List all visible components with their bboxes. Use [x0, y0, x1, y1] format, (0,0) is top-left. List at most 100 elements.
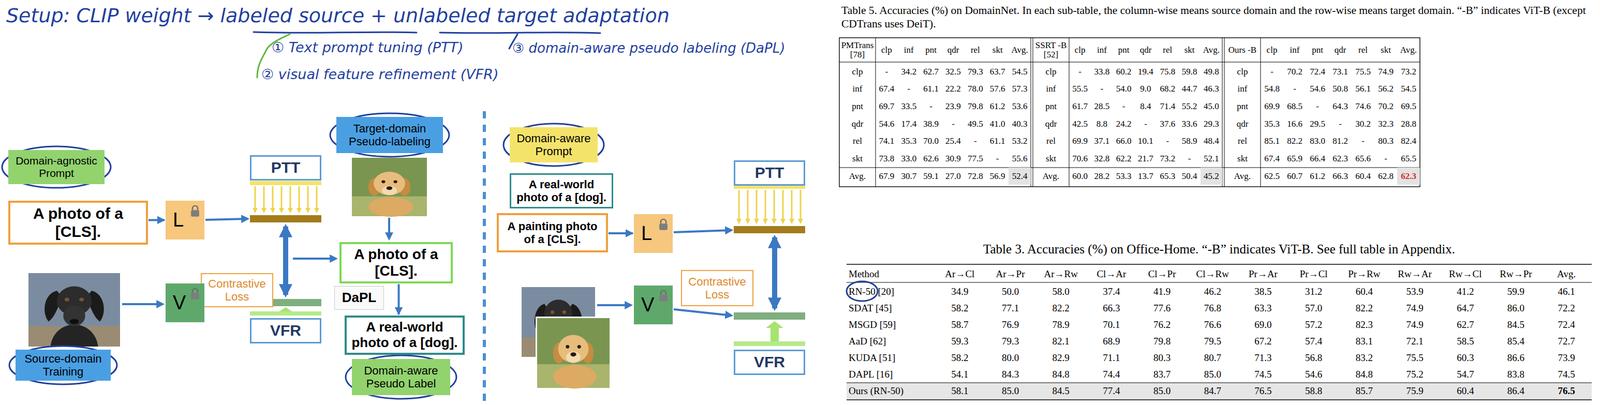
- table-cell: 77.6: [1136, 300, 1188, 317]
- table-cell: 73.9: [1541, 349, 1592, 366]
- table-cell: 80.7: [1187, 349, 1238, 366]
- table-cell: 70.2: [1374, 97, 1398, 115]
- tuning-arrows: [738, 189, 740, 224]
- table-cell: 60.4: [1351, 167, 1375, 185]
- table-cell: 77.4: [1086, 382, 1137, 399]
- table-cell: 83.0: [1306, 132, 1329, 151]
- row-header: MSGD [59]: [846, 316, 935, 333]
- row-header: Avg.: [839, 167, 876, 185]
- table-cell: 29.5: [1306, 115, 1329, 133]
- table-cell: 49.5: [964, 115, 987, 133]
- table-cell: 83.7: [1136, 366, 1188, 383]
- node-text: A painting photo of a [CLS].: [502, 219, 602, 247]
- method-box: DaPL: [334, 286, 384, 310]
- loss-box: Contrastive Loss: [200, 273, 274, 308]
- tuning-arrows: [747, 189, 749, 224]
- column-header: Rw→Pr: [1490, 265, 1542, 283]
- table-cell: 35.3: [1260, 115, 1284, 133]
- table-cell: 31.2: [1288, 283, 1340, 300]
- table-cell: 61.1: [920, 80, 943, 98]
- table-cell: 33.6: [1178, 115, 1200, 133]
- lock-icon: [190, 204, 200, 218]
- table-cell: 45.2: [1200, 167, 1223, 185]
- table-cell: 79.8: [964, 97, 987, 115]
- node-text: Domain-aware Pseudo Label: [356, 364, 447, 391]
- table-cell: 52.1: [1200, 150, 1223, 168]
- table-cell: 55.5: [1069, 80, 1091, 98]
- table-cell: 63.7: [986, 63, 1009, 81]
- row-header: RN-50 [20]: [846, 283, 935, 300]
- arrow: [388, 217, 391, 240]
- column-header: Ar→Cl: [934, 265, 986, 283]
- table-cell: 27.0: [942, 167, 965, 185]
- table-cell: -: [1134, 115, 1157, 133]
- table-cell: 86.4: [1490, 382, 1542, 399]
- table-cell: 33.5: [897, 97, 921, 115]
- column-header: Avg.: [1008, 39, 1031, 62]
- table-cell: 76.5: [1541, 382, 1592, 399]
- table-cell: -: [1374, 150, 1398, 168]
- table-cell: 77.1: [985, 300, 1036, 317]
- lock-icon: [190, 210, 200, 217]
- lock-icon: [658, 289, 669, 303]
- table-cell: 61.1: [986, 132, 1009, 151]
- table-cell: 8.8: [1090, 115, 1113, 133]
- table-cell: 79.3: [964, 63, 987, 81]
- table-cell: 62.3: [1328, 150, 1352, 168]
- table-cell: 66.4: [1306, 150, 1329, 168]
- table-cell: 66.3: [1328, 167, 1352, 185]
- flow-arrow: [397, 284, 400, 315]
- table-cell: 21.7: [1134, 150, 1157, 168]
- row-header: rel: [839, 132, 876, 151]
- table-cell: 37.1: [1090, 132, 1113, 151]
- handwritten-note: ③ domain-aware pseudo labeling (DaPL): [512, 40, 785, 56]
- table-cell: 82.2: [1339, 300, 1390, 317]
- table-cell: 84.3: [985, 366, 1036, 383]
- column-header: clp: [1069, 39, 1091, 62]
- table-cell: 74.9: [1374, 63, 1398, 81]
- module-box: VFR: [733, 349, 806, 376]
- handwritten-strokes: [439, 32, 601, 34]
- row-header: Avg.: [1224, 167, 1261, 185]
- stage-box: Target-domain Pseudo-labeling: [336, 116, 443, 154]
- table-cell: 28.8: [1397, 115, 1420, 133]
- table-cell: 32.5: [942, 63, 965, 81]
- column-header: Pr→Ar: [1237, 265, 1289, 283]
- row-header: skt: [839, 150, 876, 168]
- table-cell: 83.1: [1339, 333, 1390, 350]
- table-cell: 86.0: [1490, 300, 1542, 317]
- table-cell: 38.9: [920, 115, 943, 133]
- table-cell: -: [1156, 132, 1179, 151]
- table-cell: 74.9: [1389, 300, 1441, 317]
- table-cell: -: [1328, 115, 1352, 133]
- column-header: Avg.: [1397, 39, 1420, 62]
- table-cell: 81.2: [1328, 132, 1352, 151]
- table-cell: 54.8: [1260, 80, 1284, 98]
- column-header: rel: [1351, 39, 1375, 62]
- column-header: pnt: [920, 39, 943, 62]
- handwritten-title: Setup: CLIP weight → labeled source + un…: [6, 4, 670, 27]
- arrow: [122, 303, 164, 306]
- row-header: skt: [1224, 150, 1261, 168]
- table-cell: 69.9: [1260, 97, 1284, 115]
- tuning-arrows: [307, 186, 309, 213]
- table-rules: [839, 167, 1420, 169]
- node-text: Source-domain Training: [19, 352, 107, 379]
- table-cell: 60.4: [1440, 382, 1491, 399]
- column-header: Cl→Rw: [1187, 265, 1238, 283]
- table-cell: 67.4: [1260, 150, 1284, 168]
- target-image: [537, 318, 610, 389]
- table-cell: 57.2: [1288, 316, 1340, 333]
- table-rules: [1030, 37, 1032, 187]
- table-rules: [846, 399, 1592, 401]
- table-cell: 85.0: [1136, 382, 1188, 399]
- prompt-text-box: A painting photo of a [CLS].: [496, 213, 609, 253]
- table-cell: 46.2: [1187, 283, 1238, 300]
- table-cell: 53.9: [1389, 283, 1441, 300]
- row-header: inf: [839, 80, 876, 98]
- table-cell: 54.5: [1397, 80, 1420, 98]
- table-cell: 19.4: [1134, 63, 1157, 81]
- tuning-arrows: [800, 189, 802, 224]
- table-cell: 54.6: [1306, 80, 1329, 98]
